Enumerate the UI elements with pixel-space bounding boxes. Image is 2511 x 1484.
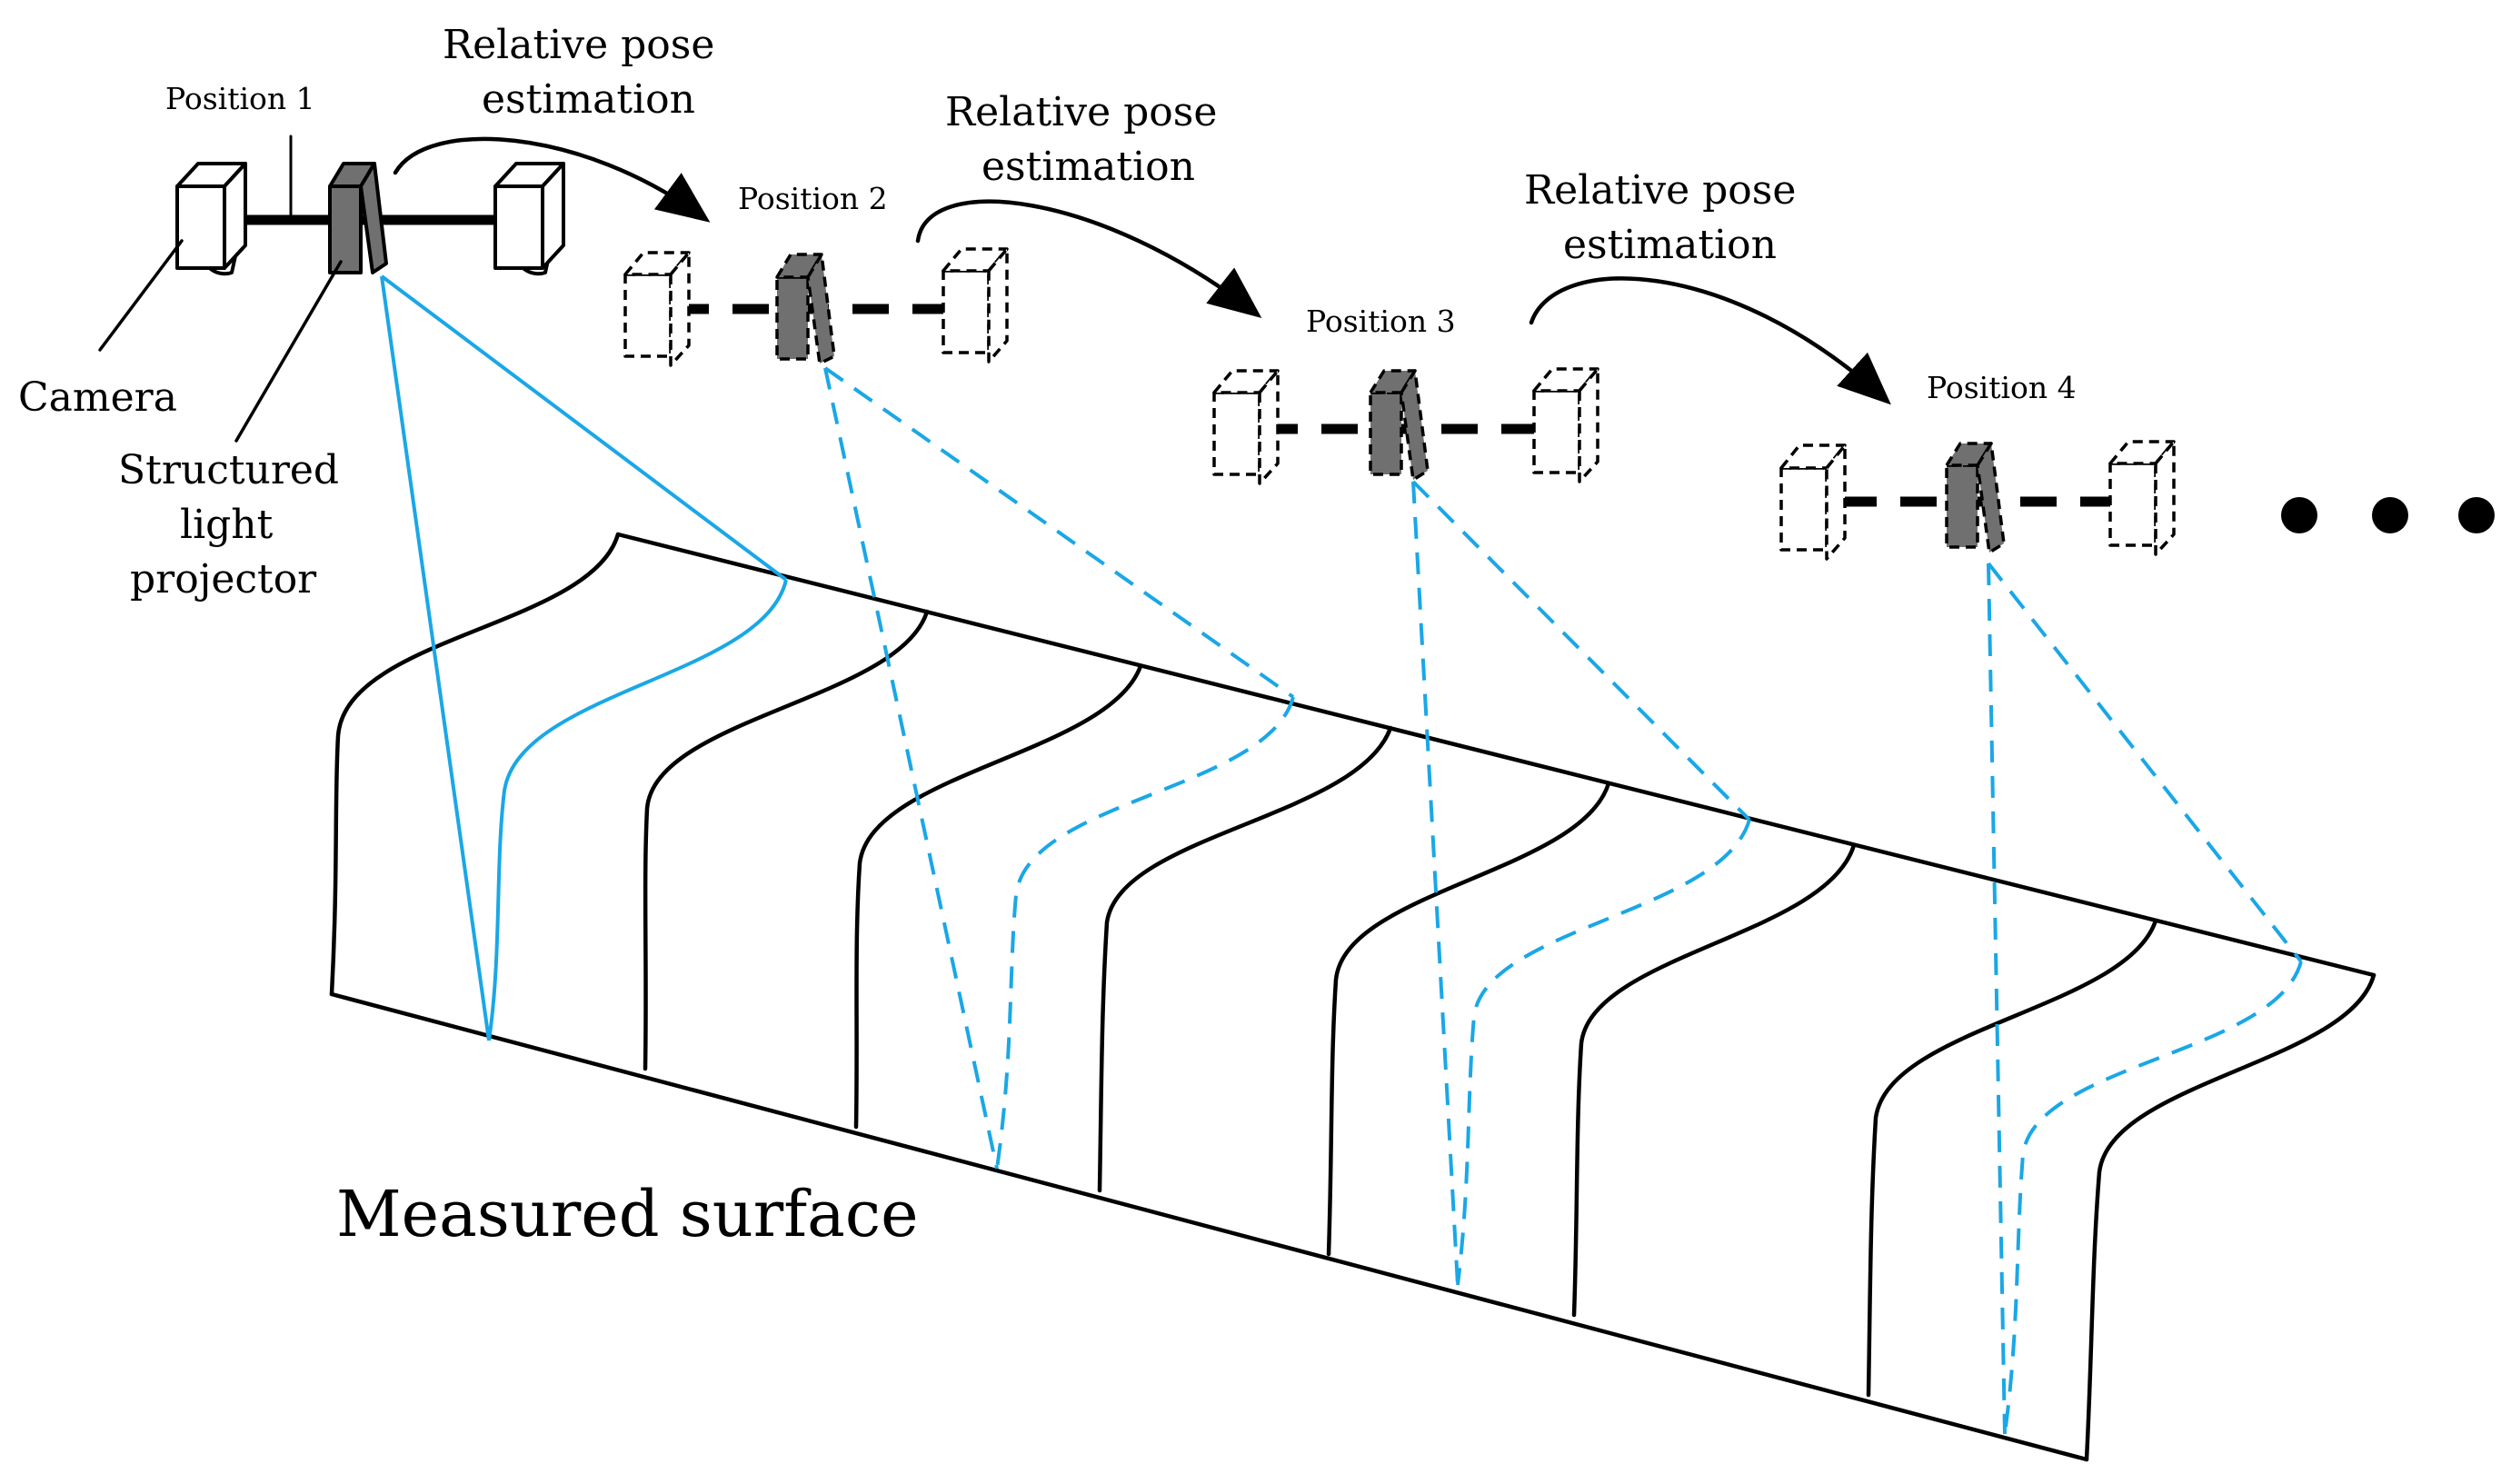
projector-icon — [1369, 369, 1430, 482]
arrow-icon — [915, 199, 1262, 318]
ellipsis-dots-icon — [2281, 497, 2495, 533]
label-relative-pose-3b: estimation — [1563, 222, 1777, 268]
label-projector-line-3: projector — [130, 556, 317, 603]
label-relative-pose-1a: Relative pose — [443, 22, 714, 68]
label-measured-surface: Measured surface — [336, 1177, 919, 1251]
label-position-2: Position 2 — [738, 181, 888, 216]
label-position-4: Position 4 — [1927, 370, 2077, 405]
arrow-icon — [393, 136, 711, 223]
label-camera: Camera — [18, 374, 177, 421]
camera-icon — [175, 162, 247, 276]
surface-profile-1 — [643, 609, 930, 1071]
camera-icon — [942, 247, 1009, 364]
scanner-rig-position-1 — [175, 134, 565, 276]
scanner-rig-position-3 — [1212, 367, 1599, 485]
light-projection-4 — [1987, 562, 2303, 1435]
surface-right-end-curve — [2084, 972, 2376, 1462]
light-projection-2 — [823, 366, 1295, 1170]
surface-profile-2 — [853, 663, 1143, 1130]
light-projection-3 — [1411, 480, 1751, 1286]
measured-surface — [329, 532, 2376, 1462]
camera-icon — [1532, 367, 1599, 483]
scanner-rig-position-4 — [1779, 440, 2176, 561]
label-relative-pose-3a: Relative pose — [1524, 167, 1796, 214]
camera-icon — [1779, 443, 1847, 561]
surface-profile-5 — [1571, 842, 1857, 1318]
label-relative-pose-1b: estimation — [482, 76, 695, 123]
projector-icon — [1945, 442, 2006, 554]
scanner-rig-position-2 — [623, 247, 1009, 367]
label-relative-pose-2b: estimation — [981, 144, 1195, 190]
light-projection-1 — [380, 274, 788, 1041]
arrow-icon — [1529, 276, 1891, 405]
camera-icon — [2108, 440, 2176, 556]
surface-left-end-curve — [329, 532, 621, 997]
label-relative-pose-2a: Relative pose — [945, 89, 1217, 135]
projector-pointer-line — [234, 260, 343, 443]
projector-icon — [775, 253, 836, 365]
surface-profile-6 — [1866, 918, 2158, 1398]
camera-icon — [623, 251, 691, 367]
label-position-1: Position 1 — [165, 81, 315, 116]
camera-icon — [493, 162, 565, 276]
camera-pointer-line — [98, 239, 184, 352]
projector-icon — [328, 162, 388, 274]
surface-profile-3 — [1097, 725, 1393, 1193]
surface-back-edge — [615, 532, 2376, 978]
label-projector-line-2: light — [180, 502, 274, 548]
label-projector-line-1: Structured — [118, 447, 339, 493]
surface-front-edge — [329, 991, 2089, 1462]
camera-icon — [1212, 369, 1280, 485]
surface-profile-4 — [1326, 781, 1611, 1257]
label-position-3: Position 3 — [1306, 304, 1456, 339]
